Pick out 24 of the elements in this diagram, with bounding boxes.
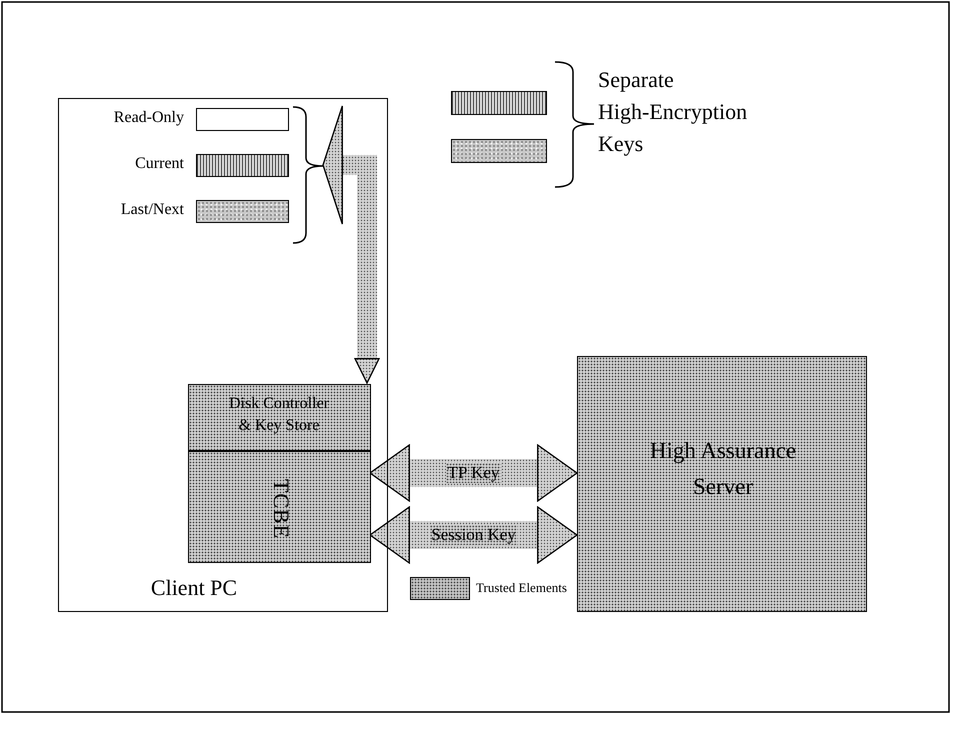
brace-label: Separate High-Encryption Keys	[598, 66, 748, 158]
key-label: Read-Only	[114, 109, 184, 127]
key-label: Current	[135, 155, 184, 173]
block-arrow	[369, 506, 578, 564]
server-box	[577, 356, 867, 612]
disk-controller-box	[188, 384, 371, 451]
legend-label: Trusted Elements	[476, 580, 567, 596]
client-pc-box	[58, 98, 388, 612]
block-arrow	[369, 444, 578, 502]
node-label: Disk Controller & Key Store	[228, 394, 330, 436]
node-label: Client PC	[150, 575, 238, 601]
brace	[292, 106, 324, 244]
key-bar	[451, 139, 547, 163]
edge-label: TP Key	[446, 463, 502, 483]
node-label: High Assurance Server	[648, 437, 798, 501]
key-bar	[196, 154, 289, 177]
key-bar	[196, 200, 289, 223]
block-arrow	[322, 105, 380, 384]
edge-label: Session Key	[429, 525, 518, 545]
key-bar	[451, 91, 547, 115]
node-label: TCBE	[268, 478, 294, 540]
key-bar	[196, 108, 289, 131]
tcbe-box	[188, 451, 371, 563]
key-label: Last/Next	[120, 201, 184, 219]
